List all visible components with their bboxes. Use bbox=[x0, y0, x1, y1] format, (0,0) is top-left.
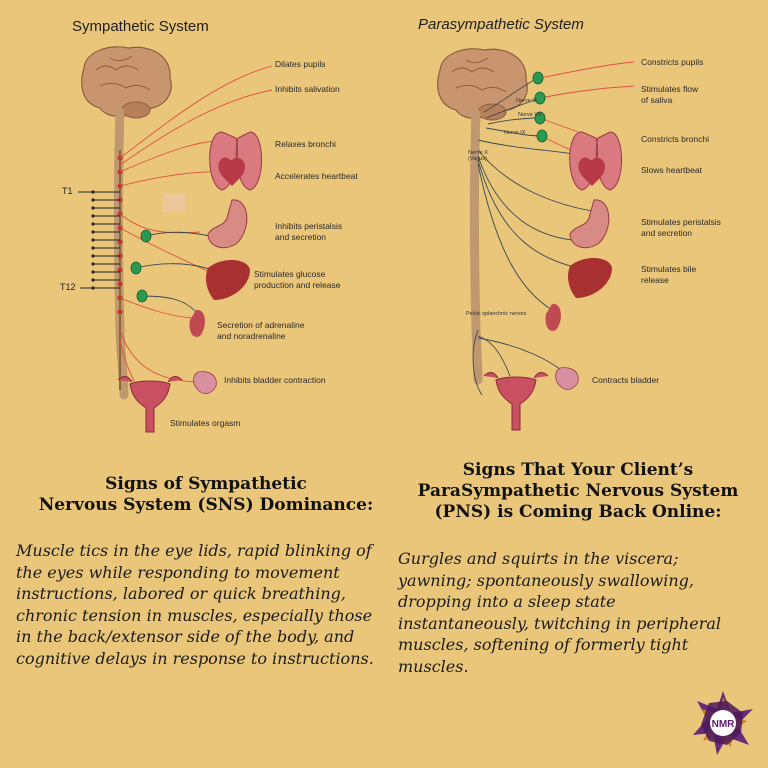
nerve-ix-label: Nerve IX bbox=[504, 130, 526, 136]
pns-body: Gurgles and squirts in the viscera; yawn… bbox=[398, 549, 721, 676]
nerve-iii-label: Nerve III bbox=[516, 98, 537, 104]
sympathetic-title: Sympathetic System bbox=[72, 18, 209, 35]
pns-label-peristalsis: Stimulates peristalsis and secretion bbox=[641, 217, 721, 238]
pelvic-splanchnic-label: Pelvic splanchnic nerves bbox=[466, 311, 527, 317]
bladder-right-icon bbox=[555, 367, 579, 390]
nerve-x-label: Nerve X (Vagus) bbox=[468, 150, 488, 162]
pns-label-bile: Stimulates bile release bbox=[641, 264, 697, 285]
sns-label-heartbeat: Accelerates heartbeat bbox=[275, 171, 358, 181]
logo-text: NMR bbox=[712, 719, 736, 730]
sns-label-bronchi: Relaxes bronchi bbox=[275, 139, 336, 149]
stomach-left-icon bbox=[207, 199, 248, 249]
uterus-right-icon bbox=[483, 372, 549, 431]
heart-right-icon bbox=[578, 157, 606, 186]
nerve-vii-label: Nerve VII bbox=[518, 112, 541, 118]
pns-label-bladder: Contracts bladder bbox=[592, 375, 660, 385]
sns-label-glucose: Stimulates glucose production and releas… bbox=[254, 269, 341, 290]
pns-label-saliva: Stimulates flow of saliva bbox=[641, 84, 699, 105]
spinal-cord-right-icon bbox=[470, 109, 483, 385]
heart-left-icon bbox=[218, 157, 246, 186]
liver-right-icon bbox=[568, 257, 612, 298]
nervous-system-diagram: Sympathetic System Parasympathetic Syste… bbox=[60, 16, 721, 433]
sns-label-orgasm: Stimulates orgasm bbox=[170, 418, 241, 428]
sympathetic-diagram bbox=[78, 46, 273, 433]
pns-label-heartbeat: Slows heartbeat bbox=[641, 165, 702, 175]
sns-body: Muscle tics in the eye lids, rapid blink… bbox=[16, 541, 374, 668]
pns-heading: Signs That Your Client’s ParaSympathetic… bbox=[417, 460, 739, 522]
t1-label: T1 bbox=[62, 186, 73, 196]
liver-left-icon bbox=[206, 259, 250, 300]
stomach-right-icon bbox=[569, 199, 610, 249]
parasympathetic-diagram bbox=[437, 48, 635, 431]
t12-label: T12 bbox=[60, 282, 76, 292]
sns-label-adrenaline: Secretion of adrenaline and noradrenalin… bbox=[217, 320, 305, 341]
sns-label-bladder: Inhibits bladder contraction bbox=[224, 375, 326, 385]
kidney-left-icon bbox=[189, 309, 205, 337]
sns-heading: Signs of Sympathetic Nervous System (SNS… bbox=[38, 474, 374, 515]
diagram-svg bbox=[78, 46, 635, 433]
brain-left-icon bbox=[81, 46, 172, 117]
nmr-logo: NMR bbox=[690, 690, 756, 756]
kidney-right-icon bbox=[545, 303, 561, 331]
uterus-left-icon bbox=[117, 376, 183, 433]
sns-label-peristalsis: Inhibits peristalsis and secretion bbox=[275, 221, 343, 242]
bladder-left-icon bbox=[193, 371, 217, 394]
pns-label-bronchi: Constricts bronchi bbox=[641, 134, 710, 144]
sns-label-salivation: Inhibits salivation bbox=[275, 84, 340, 94]
sns-label-pupils: Dilates pupils bbox=[275, 59, 326, 69]
parasympathetic-title: Parasympathetic System bbox=[418, 16, 584, 33]
pns-label-pupils: Constricts pupils bbox=[641, 57, 704, 67]
logo-star-icon: NMR bbox=[693, 691, 753, 755]
brain-right-icon bbox=[437, 48, 528, 119]
